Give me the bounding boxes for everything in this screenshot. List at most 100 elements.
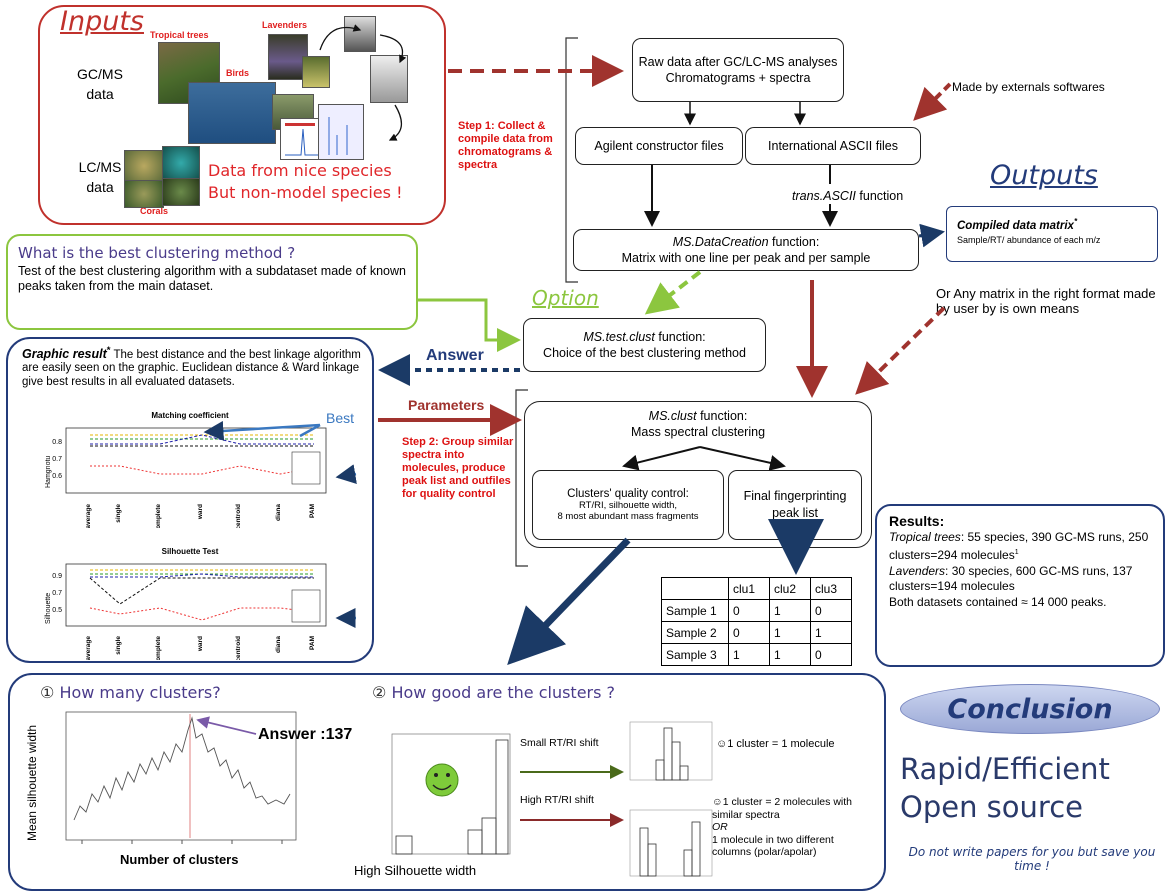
- small-hist-frame: [629, 721, 713, 781]
- chart2-frame: [65, 563, 327, 627]
- chart2-line-black: [89, 577, 314, 605]
- coral-photo-4: [162, 178, 200, 206]
- chart1-title: Matching coefficient: [151, 411, 229, 420]
- coral-photo-3: [124, 180, 164, 208]
- photo-label-corals: Corals: [140, 206, 169, 216]
- clusters-xlabel: Number of clusters: [120, 852, 239, 867]
- user-matrix-note: Or Any matrix in the right format made b…: [936, 286, 1156, 316]
- agilent-box: Agilent constructor files: [575, 127, 743, 165]
- answer-arrow: [196, 716, 257, 735]
- table-cell: 1: [728, 643, 770, 666]
- silhouette-xticks: [81, 840, 283, 844]
- external-to-ascii-arrow: [913, 82, 952, 121]
- silhouette-width-chart: [65, 711, 297, 844]
- quality-control-box: Clusters' quality control: RT/RI, silhou…: [532, 470, 724, 540]
- spectrum-icon: [328, 117, 348, 155]
- chart2-line-blue: [90, 573, 314, 578]
- compiled-matrix-box: Compiled data matrix* Sample/RT/ abundan…: [946, 206, 1158, 262]
- chart2-title: Silhouette Test: [162, 547, 219, 556]
- table-cell: 1: [769, 643, 811, 666]
- datacreation-to-outputs-arrow: [918, 223, 945, 248]
- smiley-eye-right: [446, 773, 450, 777]
- testclust-box: MS.test.clust function: Choice of the be…: [523, 318, 766, 372]
- small-hist-bar-3: [671, 741, 681, 781]
- table-cell: 0: [728, 599, 770, 622]
- smiley-mouth: [432, 784, 452, 791]
- chart-xtick-label: centroid: [235, 504, 242, 528]
- chart-xtick-label: ward: [197, 504, 204, 520]
- chart-xtick-label: complete: [155, 636, 162, 660]
- birds-photo: [188, 82, 276, 144]
- silhouette-test-chart: Silhouette Test Silhouette 0.9 0.7 0.5 a…: [45, 547, 327, 660]
- table-cell: 0: [810, 643, 852, 666]
- fingerprinting-box: Final fingerprinting peak list: [728, 470, 862, 540]
- histogram-frame: [391, 733, 511, 855]
- chart1-line-blue: [90, 434, 314, 445]
- shift-arrows: [520, 765, 624, 827]
- table-header-cell: clu2: [769, 577, 811, 600]
- external-software-note: Made by externals softwares: [952, 80, 1105, 94]
- inputs-note: Data from nice species But non-model spe…: [208, 161, 403, 202]
- chart2-line-red: [89, 607, 315, 621]
- datacreation-box: MS.DataCreation function: Matrix with on…: [573, 229, 919, 271]
- trans-ascii-label: trans.ASCII function: [792, 189, 904, 203]
- small-shift-histogram: [629, 721, 713, 781]
- raw-data-box: Raw data after GC/LC-MS analyses Chromat…: [632, 38, 844, 102]
- clustering-question-box: What is the best clustering method ? Tes…: [6, 234, 418, 330]
- option-label: Option: [532, 286, 599, 310]
- chart1-legend: [291, 451, 321, 485]
- q2-heading: ② How good are the clusters ?: [372, 683, 616, 702]
- table-header-cell: [661, 577, 729, 600]
- smiley-eye-left: [434, 773, 438, 777]
- table-cell: Sample 1: [661, 599, 729, 622]
- smiley-icon: [425, 763, 459, 797]
- high-hist-bar-1: [639, 827, 649, 877]
- outputs-title: Outputs: [990, 160, 1098, 191]
- chart1-ytick-3: 0.6: [52, 473, 62, 480]
- chart1-ytick-1: 0.8: [52, 439, 62, 446]
- user-matrix-to-msclust-arrow: [855, 306, 946, 395]
- small-hist-bar-2: [663, 727, 673, 781]
- chart-xtick-label: single: [115, 636, 122, 655]
- chart2-legend: [291, 589, 321, 623]
- high-shift-histogram: [629, 809, 713, 877]
- high-hist-bar-2: [647, 843, 657, 877]
- high-hist-frame: [629, 809, 713, 877]
- matching-coefficient-chart: Matching coefficient Hamgnotu 0.8 0.7 0.…: [45, 411, 327, 528]
- silhouette-ylabel: Mean silhouette width: [25, 724, 40, 842]
- table-cell: 1: [810, 621, 852, 644]
- conclusion-line1: Rapid/Efficient: [900, 752, 1110, 786]
- small-hist-bar-1: [655, 759, 665, 781]
- histogram-bar-2: [467, 829, 483, 855]
- photo-label-birds: Birds: [226, 68, 250, 78]
- table-header-cell: clu1: [728, 577, 770, 600]
- silhouette-frame: [65, 711, 297, 841]
- answer-label: Answer: [426, 347, 484, 364]
- small-shift-label: Small RT/RI shift: [520, 737, 599, 749]
- chart-xtick-label: PAM: [309, 636, 316, 650]
- high-silhouette-label: High Silhouette width: [354, 863, 477, 878]
- histogram-bar-1: [395, 835, 413, 855]
- table-cell: Sample 2: [661, 621, 729, 644]
- lavenders-photo-2: [302, 56, 330, 88]
- coral-photo-2: [162, 146, 200, 180]
- step2-label: Step 2: Group similar spectra into molec…: [402, 436, 514, 500]
- chart-xtick-label: average: [85, 504, 92, 528]
- msclust-title: MS.clust function: Mass spectral cluster…: [630, 409, 766, 439]
- high-hist-bar-3: [683, 849, 693, 877]
- chart1-ylabel: Hamgnotu: [45, 456, 52, 488]
- photo-label-tropical: Tropical trees: [150, 30, 209, 40]
- spectrum-screenshot: [318, 104, 364, 160]
- table-cell: 1: [769, 599, 811, 622]
- coral-photo-1: [124, 150, 164, 182]
- answer-137: Answer :137: [258, 726, 353, 743]
- results-panel: Results: Tropical trees: 55 species, 390…: [875, 504, 1165, 667]
- small-hist-bar-4: [679, 765, 689, 781]
- conclusion-line2: Open source: [900, 790, 1083, 824]
- chart2-ylabel: Silhouette: [45, 593, 52, 624]
